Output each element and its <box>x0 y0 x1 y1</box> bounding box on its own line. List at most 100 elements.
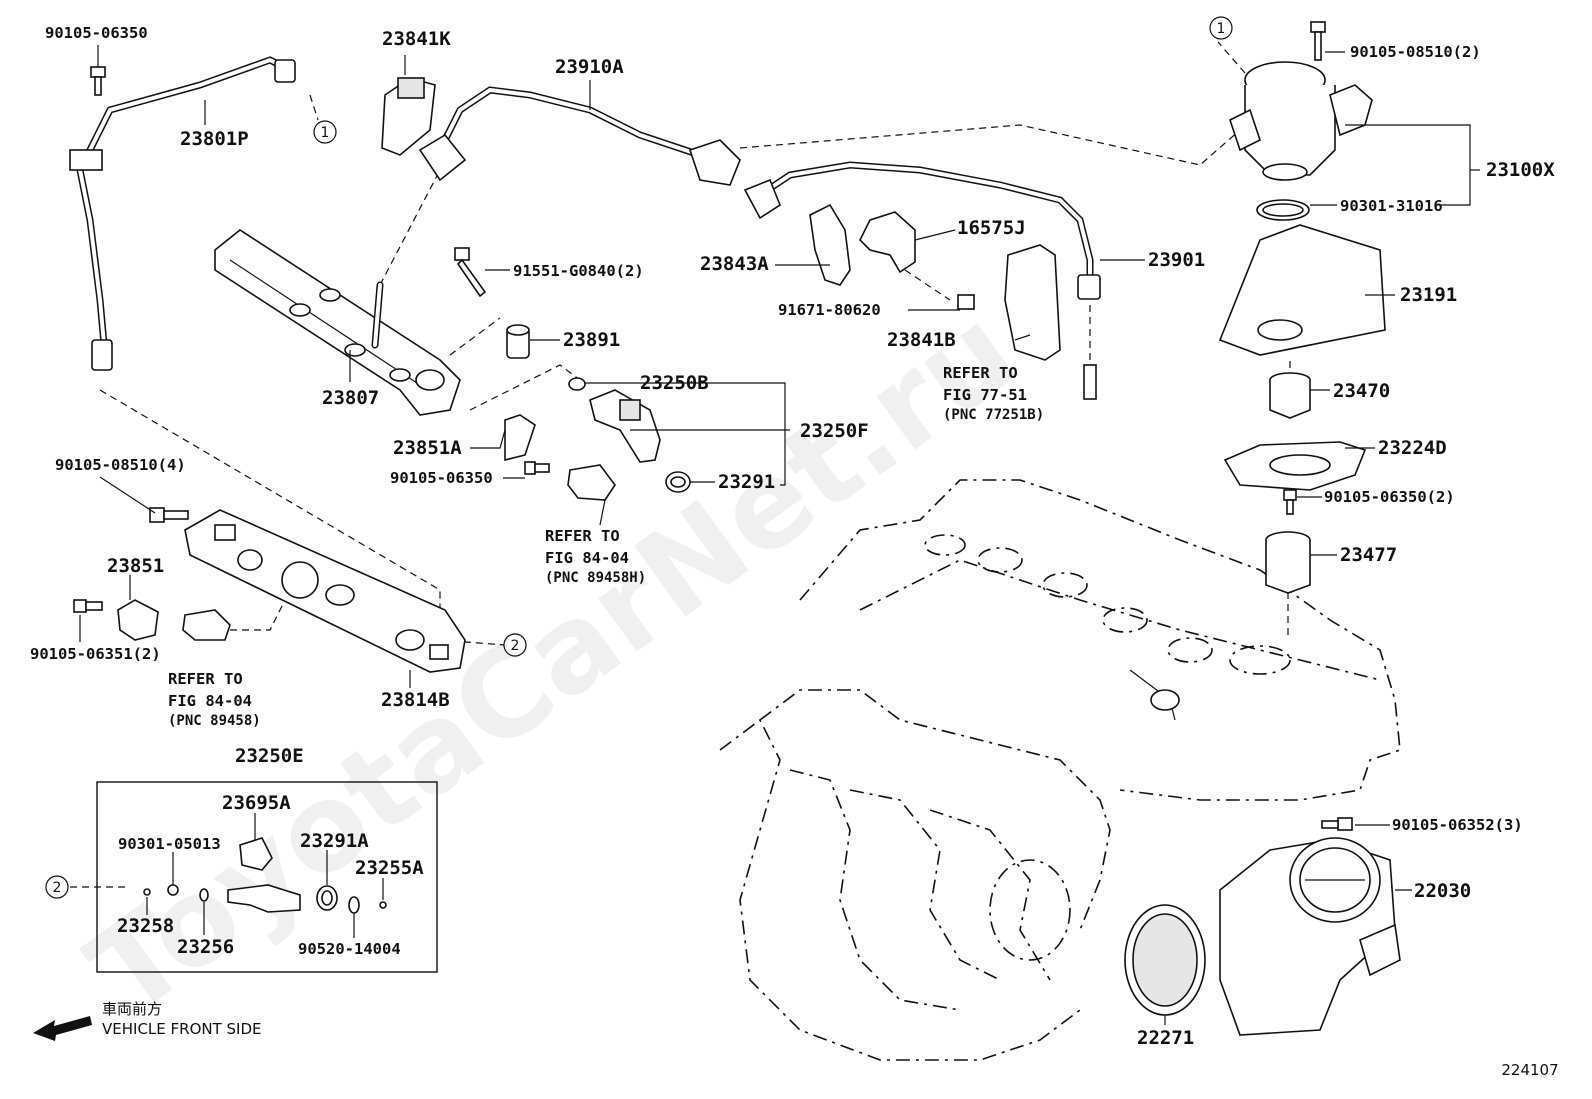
callout-2-rail: 2 <box>511 638 520 654</box>
wire-harness-23814B[interactable] <box>184 509 466 673</box>
label-23807[interactable]: 23807 <box>322 387 379 409</box>
housing-23477[interactable] <box>1265 531 1311 594</box>
figure-code: 224107 <box>1501 1061 1558 1079</box>
label-23477[interactable]: 23477 <box>1340 544 1397 566</box>
direction-japanese: 車両前方 <box>102 1000 162 1018</box>
label-90105-08510-2[interactable]: 90105-08510(2) <box>1350 43 1481 61</box>
label-23843A[interactable]: 23843A <box>700 253 769 275</box>
label-23250F[interactable]: 23250F <box>800 420 869 442</box>
bolt-90105-06350-2[interactable] <box>1283 489 1297 515</box>
label-23841K[interactable]: 23841K <box>382 28 451 50</box>
ref-77-51-line2: FIG 77-51 <box>943 386 1027 404</box>
label-23255A[interactable]: 23255A <box>355 857 424 879</box>
cover-23841B[interactable] <box>1004 244 1061 361</box>
fuel-pump-23100X[interactable] <box>1229 61 1373 181</box>
lifter-23470[interactable] <box>1269 372 1311 419</box>
label-23291[interactable]: 23291 <box>718 471 775 493</box>
ring-23291[interactable] <box>665 471 691 493</box>
label-90105-06352-3[interactable]: 90105-06352(3) <box>1392 816 1523 834</box>
label-23258[interactable]: 23258 <box>117 915 174 937</box>
gasket-23224D[interactable] <box>1223 441 1367 491</box>
part-labels: 90105-06350 23801P 23841K 23910A 90105-0… <box>30 24 1555 1049</box>
assembly-lines <box>99 41 1291 646</box>
ref-84-04-line1: REFER TO <box>168 670 243 688</box>
callout-2-inset: 2 <box>53 880 62 896</box>
ref-note-84-04-h: REFER TO FIG 84-04 (PNC 89458H) <box>545 527 646 586</box>
ref-84-04-h-line1: REFER TO <box>545 527 620 545</box>
ref-77-51-line1: REFER TO <box>943 364 1018 382</box>
bolt-90105-06352-3[interactable] <box>1321 817 1353 831</box>
label-23851A[interactable]: 23851A <box>393 437 462 459</box>
label-23250B[interactable]: 23250B <box>640 372 709 394</box>
label-23191[interactable]: 23191 <box>1400 284 1457 306</box>
direction-english: VEHICLE FRONT SIDE <box>102 1020 262 1038</box>
label-90105-06350-2[interactable]: 90105-06350(2) <box>1324 488 1455 506</box>
bracket-23851A[interactable] <box>504 414 536 462</box>
label-90105-06350-top[interactable]: 90105-06350 <box>45 24 148 42</box>
label-23910A[interactable]: 23910A <box>555 56 624 78</box>
fuel-pipe-23910A[interactable] <box>418 86 741 186</box>
label-91551-G0840-2[interactable]: 91551-G0840(2) <box>513 262 644 280</box>
label-90520-14004[interactable]: 90520-14004 <box>298 940 401 958</box>
label-23250E[interactable]: 23250E <box>235 745 304 767</box>
leader-lines <box>70 51 1480 1025</box>
ref-84-04-h-line3: (PNC 89458H) <box>545 570 646 586</box>
label-90301-05013[interactable]: 90301-05013 <box>118 835 221 853</box>
label-22271[interactable]: 22271 <box>1137 1027 1194 1049</box>
ref-84-04-line2: FIG 84-04 <box>168 692 252 710</box>
bracket-23843A[interactable] <box>809 203 851 286</box>
gasket-22271[interactable] <box>1124 904 1206 1016</box>
connector-23841K[interactable] <box>381 77 436 156</box>
oring-23250B[interactable] <box>568 377 586 391</box>
injector-kit-inset <box>96 781 438 973</box>
watermark: ToyotaCarNet.ru <box>65 282 1041 1044</box>
label-90105-08510-4[interactable]: 90105-08510(4) <box>55 456 186 474</box>
sensor-89458[interactable] <box>182 609 231 641</box>
callout-1-mid: 1 <box>321 125 330 141</box>
bolt-91671-80620[interactable] <box>957 294 975 310</box>
callout-circles: 1 1 2 2 <box>45 16 1233 899</box>
bolt-90105-06350-mid[interactable] <box>524 461 550 475</box>
ref-note-77-51: REFER TO FIG 77-51 (PNC 77251B) <box>943 364 1044 423</box>
label-23814B[interactable]: 23814B <box>381 689 450 711</box>
label-23224D[interactable]: 23224D <box>1378 437 1447 459</box>
label-22030[interactable]: 22030 <box>1414 880 1471 902</box>
bolt-91551-G0840[interactable] <box>454 247 487 298</box>
oring-90301-31016[interactable] <box>1256 199 1310 221</box>
spacer-23891[interactable] <box>506 324 530 359</box>
bolt-90105-06351-2[interactable] <box>73 599 103 613</box>
fuel-delivery-pipe-23807[interactable] <box>214 229 461 416</box>
bolt-90105-06350[interactable] <box>90 45 106 96</box>
label-23256[interactable]: 23256 <box>177 936 234 958</box>
label-23891[interactable]: 23891 <box>563 329 620 351</box>
label-90105-06350-mid[interactable]: 90105-06350 <box>390 469 493 487</box>
bracket-23191[interactable] <box>1218 224 1386 356</box>
label-23291A[interactable]: 23291A <box>300 830 369 852</box>
label-90105-06351-2[interactable]: 90105-06351(2) <box>30 645 161 663</box>
throttle-body-22030[interactable] <box>1219 837 1401 1036</box>
sensor-89458H[interactable] <box>567 464 616 501</box>
fuel-pipe-23901[interactable] <box>743 161 1101 400</box>
ref-84-04-h-line2: FIG 84-04 <box>545 549 629 567</box>
front-direction-arrow <box>33 1016 92 1041</box>
label-90301-31016[interactable]: 90301-31016 <box>1340 197 1443 215</box>
label-23841B[interactable]: 23841B <box>887 329 956 351</box>
label-23470[interactable]: 23470 <box>1333 380 1390 402</box>
bolt-90105-08510[interactable] <box>1310 21 1326 61</box>
label-23695A[interactable]: 23695A <box>222 792 291 814</box>
cover-23851[interactable] <box>117 599 159 641</box>
label-16575J[interactable]: 16575J <box>957 217 1026 239</box>
bolt-90105-08510-4[interactable] <box>149 507 189 523</box>
ref-77-51-line3: (PNC 77251B) <box>943 407 1044 423</box>
clamp-16575J[interactable] <box>859 211 916 274</box>
fuel-hose-23801P[interactable] <box>69 56 296 371</box>
label-23801P[interactable]: 23801P <box>180 128 249 150</box>
injector-23250F[interactable] <box>589 389 661 463</box>
ref-84-04-line3: (PNC 89458) <box>168 713 261 729</box>
label-91671-80620[interactable]: 91671-80620 <box>778 301 881 319</box>
label-23100X[interactable]: 23100X <box>1486 159 1555 181</box>
label-23901[interactable]: 23901 <box>1148 249 1205 271</box>
label-23851[interactable]: 23851 <box>107 555 164 577</box>
